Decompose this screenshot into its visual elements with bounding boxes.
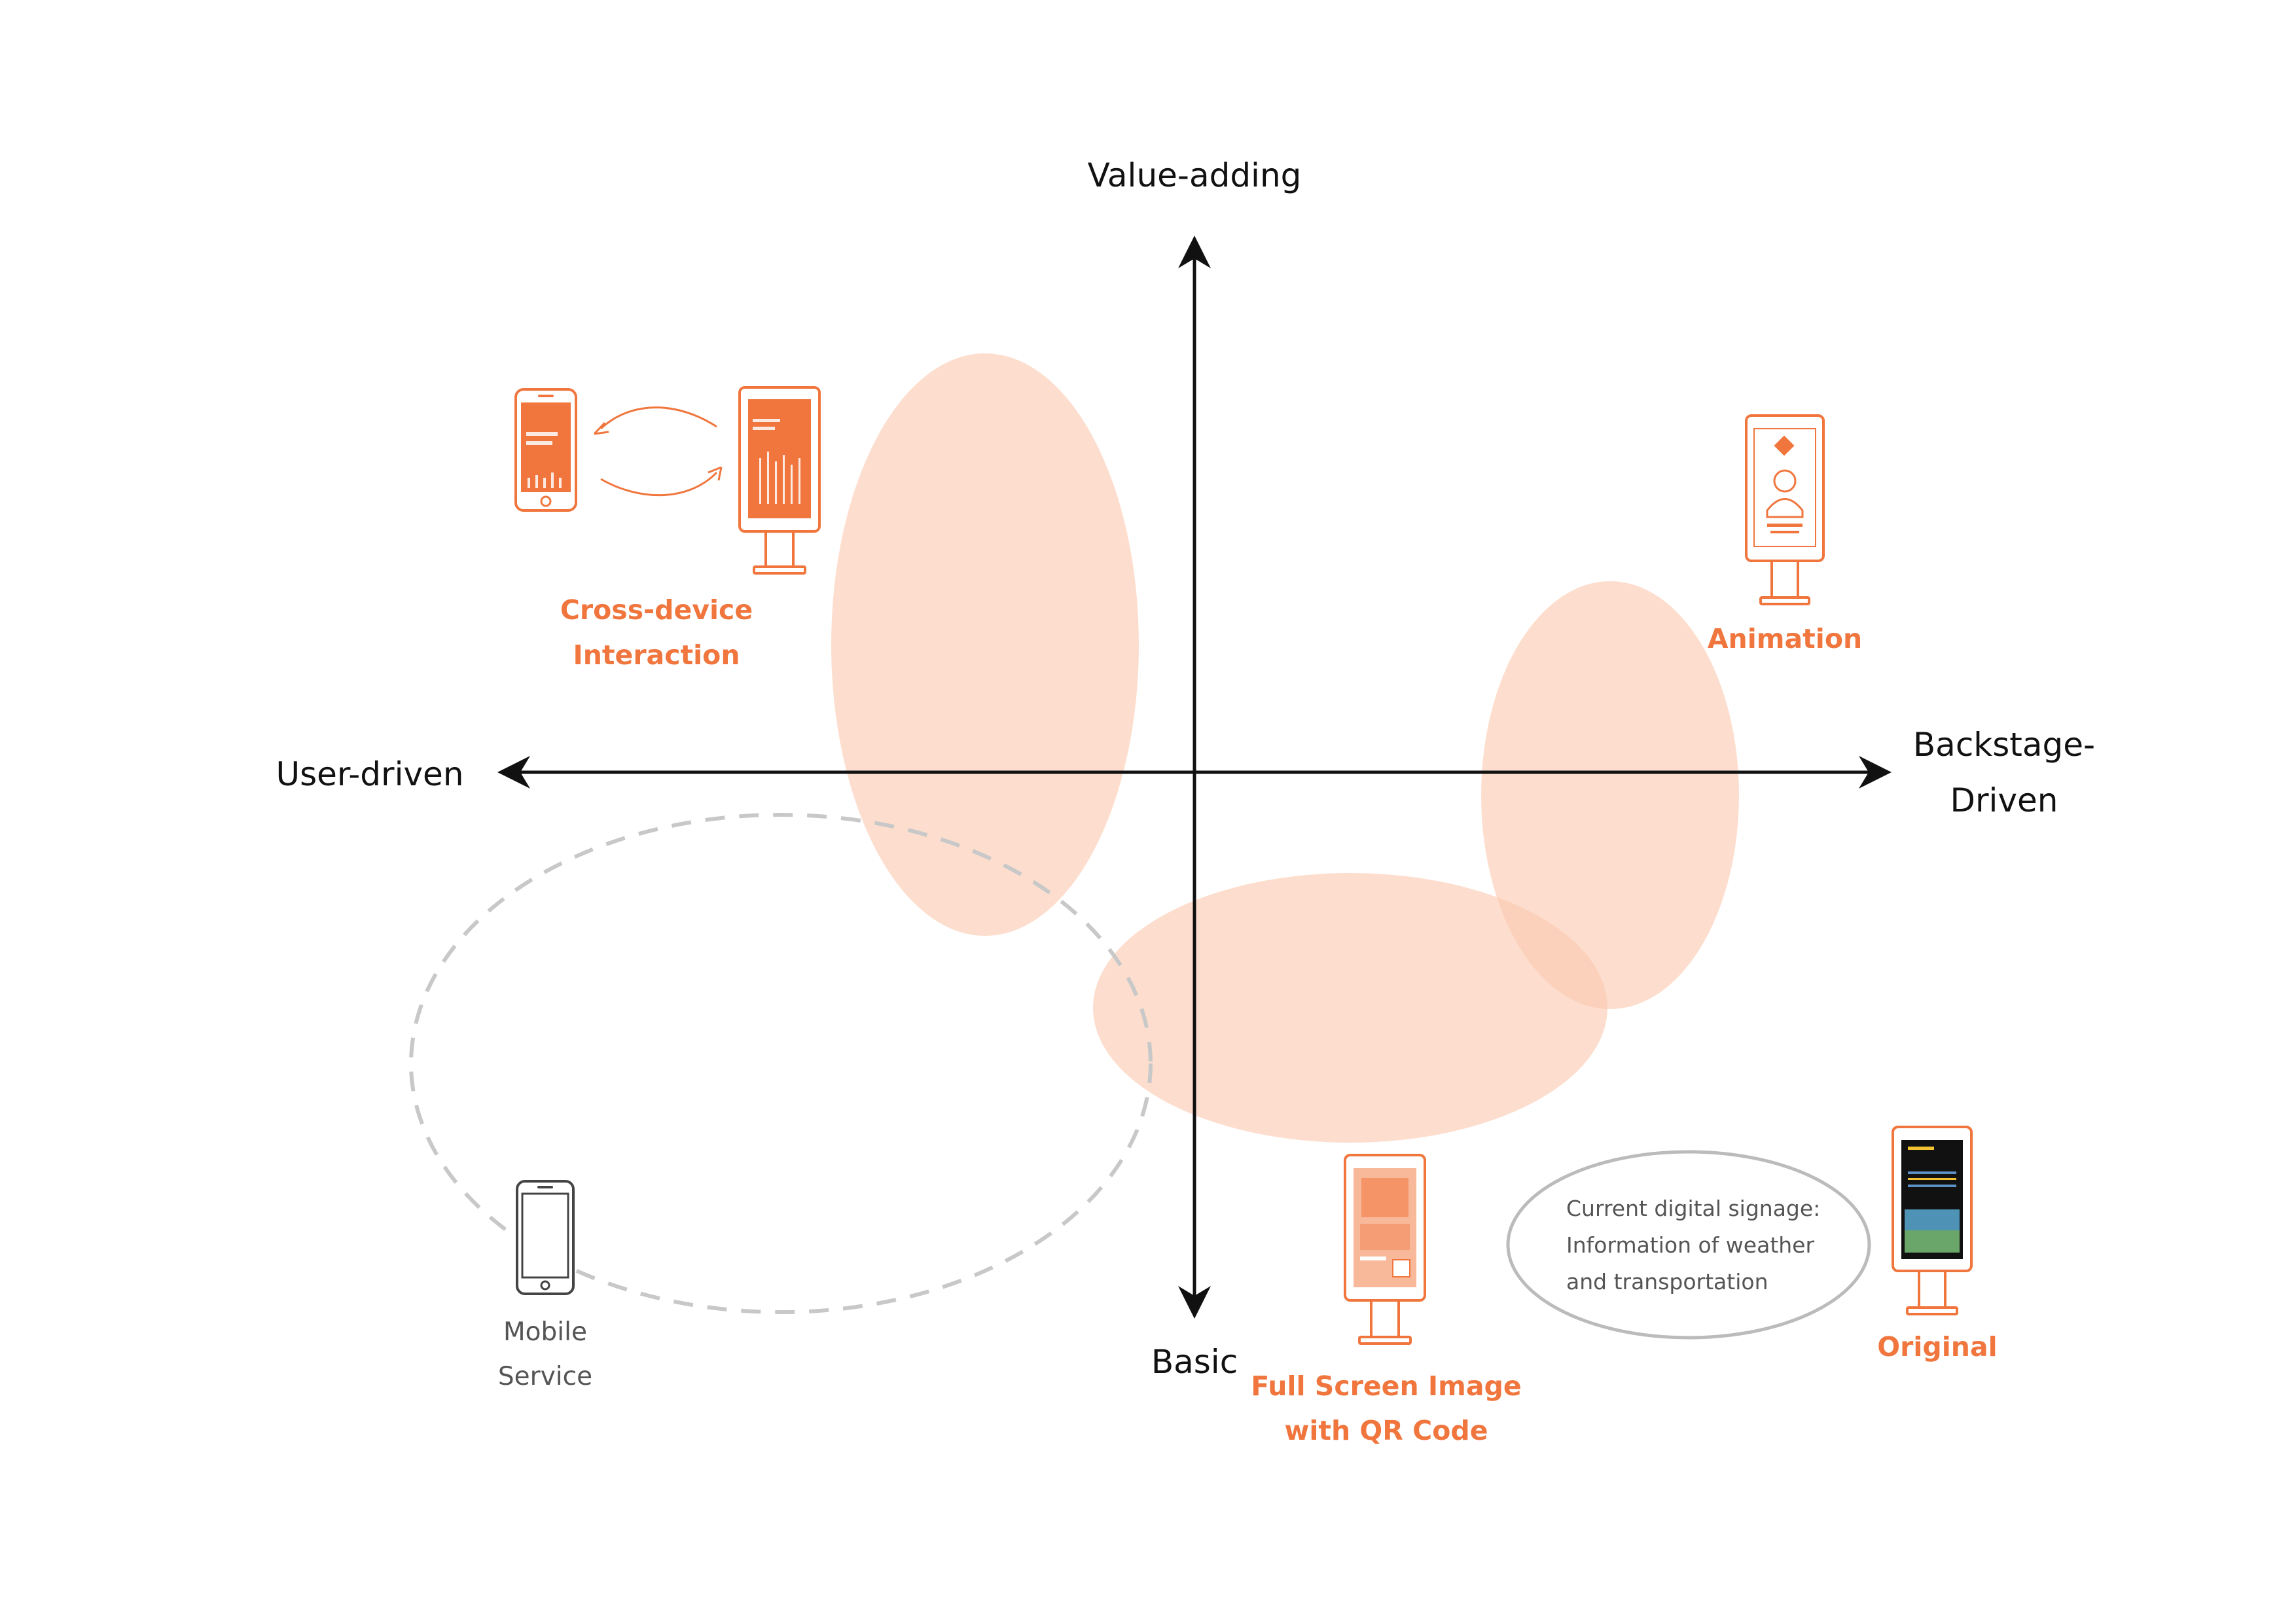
cross-device-kiosk-icon — [738, 386, 821, 575]
full-screen-zone — [1093, 873, 1607, 1143]
cross-device-label-line2: Interaction — [573, 639, 740, 671]
original-kiosk-icon — [1892, 1126, 1973, 1315]
full-screen-label-line2: with QR Code — [1284, 1415, 1488, 1446]
current-signage-note-line1: Current digital signage: — [1566, 1196, 1820, 1221]
axis-label-right-line1: Backstage- — [1913, 726, 2095, 764]
mobile-service-label-line2: Service — [498, 1362, 592, 1391]
full-screen-kiosk-icon — [1344, 1154, 1426, 1345]
original-label: Original — [1877, 1331, 1997, 1363]
current-signage-note-line2: Information of weather — [1566, 1232, 1814, 1258]
axis-label-top: Value-adding — [1088, 156, 1302, 194]
arrow-to-phone-head-icon — [593, 421, 609, 435]
arrow-to-kiosk-head-icon — [708, 466, 723, 481]
full-screen-label-line1: Full Screen Image — [1251, 1370, 1521, 1402]
arrow-to-kiosk-icon — [600, 471, 718, 497]
animation-zone — [1481, 581, 1739, 1009]
cross-device-label-line1: Cross-device — [560, 594, 753, 626]
cross-device-phone-icon — [514, 388, 577, 512]
animation-kiosk-icon — [1745, 414, 1825, 605]
mobile-phone-icon — [516, 1180, 575, 1295]
mobile-service-label-line1: Mobile — [503, 1317, 587, 1347]
cross-device-zone — [831, 353, 1139, 936]
axis-label-bottom: Basic — [1151, 1343, 1238, 1381]
mobile-service-zone — [409, 813, 1153, 1314]
axis-label-left: User-driven — [276, 755, 463, 793]
animation-label: Animation — [1708, 623, 1862, 654]
axis-label-right-line2: Driven — [1950, 781, 2058, 819]
current-signage-note-line3: and transportation — [1566, 1269, 1768, 1294]
arrow-to-phone-icon — [600, 406, 717, 430]
current-signage-note-outline — [1506, 1150, 1871, 1340]
